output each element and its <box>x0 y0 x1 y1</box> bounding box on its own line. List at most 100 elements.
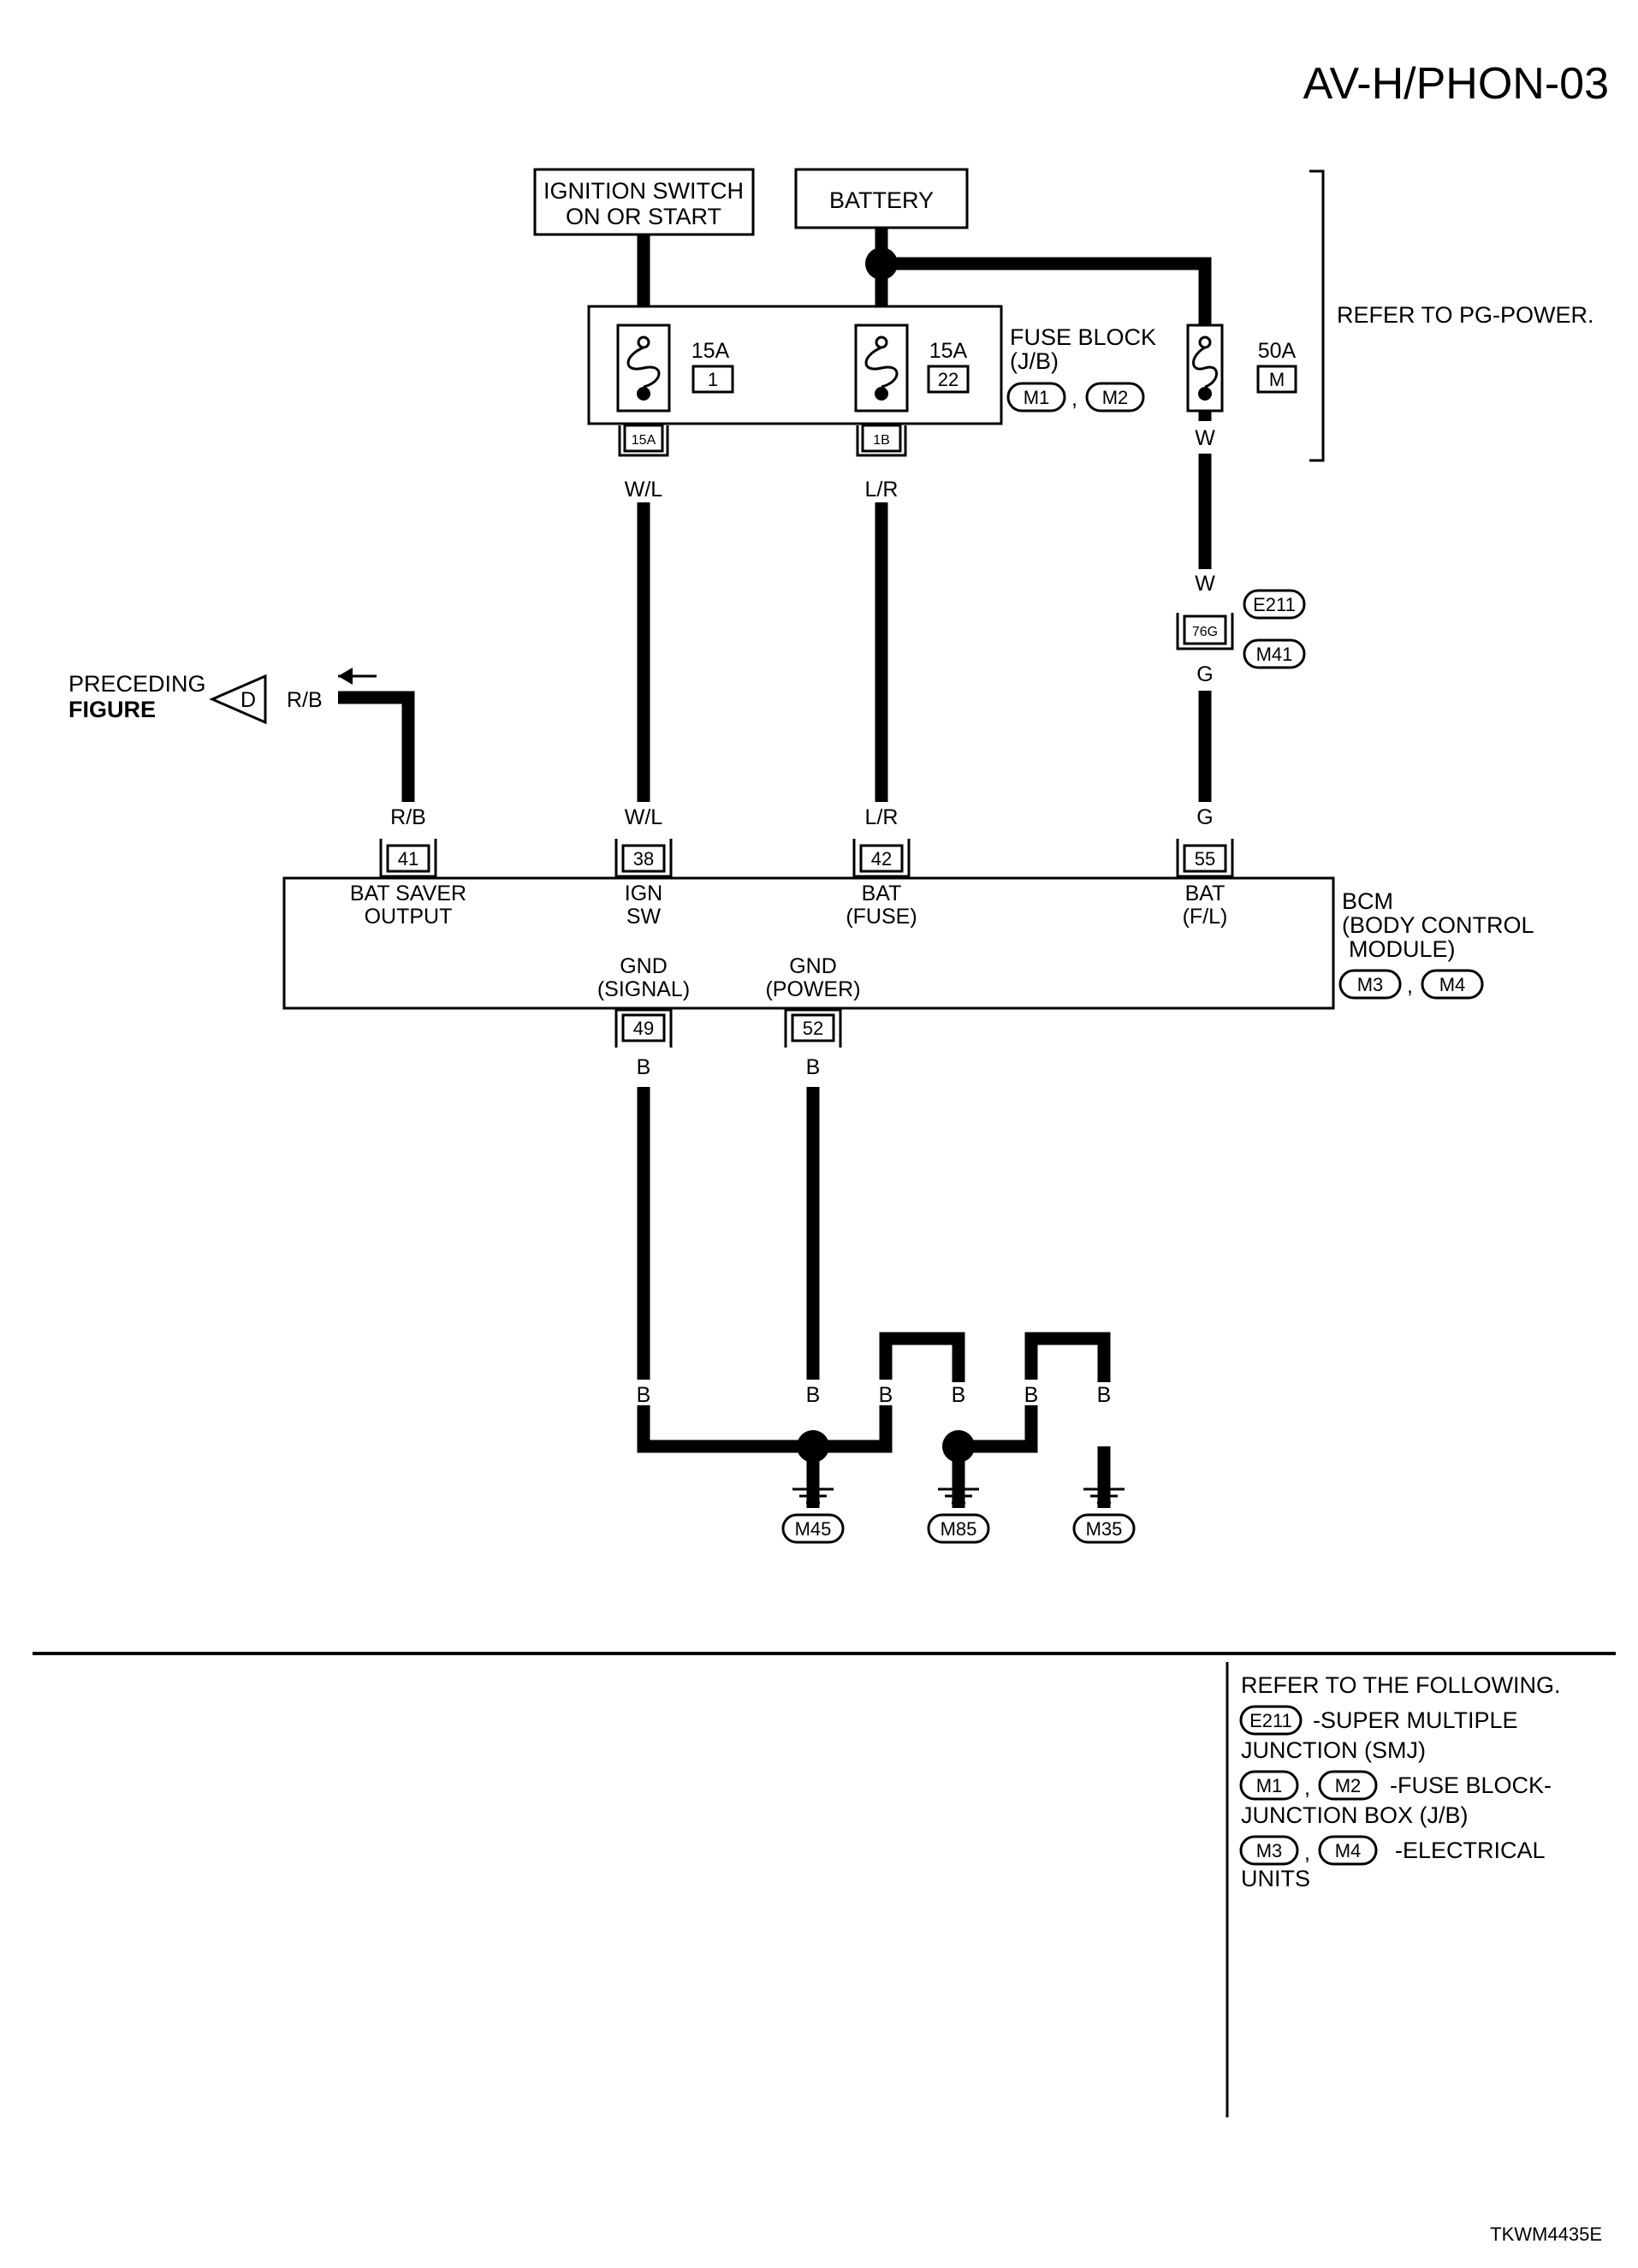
wires <box>338 228 1212 1508</box>
battery-label: BATTERY <box>829 187 934 213</box>
svg-text:,: , <box>1304 1776 1310 1800</box>
fuse-terminal-1b: 1B <box>856 424 907 457</box>
wire-label-w-top: W <box>1195 426 1215 450</box>
svg-text:38: 38 <box>633 848 654 870</box>
ground-symbol-m45: M45 <box>781 1487 845 1544</box>
svg-text:JUNCTION BOX (J/B): JUNCTION BOX (J/B) <box>1241 1802 1469 1828</box>
ignition-switch-label-2: ON OR START <box>566 204 721 229</box>
fuse-block-conn-m2: M2 <box>1102 387 1129 408</box>
svg-text:UNITS: UNITS <box>1241 1866 1310 1891</box>
fusible-link-amps: 50A <box>1258 339 1297 363</box>
wire-label-rb: R/B <box>390 805 426 829</box>
bcm-pin-42-label-1: BAT <box>862 882 902 905</box>
bcm-pin-49-label-2: (SIGNAL) <box>597 977 690 1001</box>
reference-conn-m2: M2 <box>1335 1775 1362 1796</box>
reference-panel: REFER TO THE FOLLOWING. E211 -SUPER MULT… <box>1239 1672 1561 1891</box>
battery-box: BATTERY <box>794 168 969 229</box>
bcm-pin-38: W/L 38 IGN SW <box>614 805 673 929</box>
fuse-terminal-15a: 15A <box>618 424 669 457</box>
ignition-switch-box: IGNITION SWITCH ON OR START <box>533 168 755 236</box>
power-bracket <box>1309 169 1325 462</box>
fusible-link: 50A M <box>1186 324 1297 421</box>
preceding-label-1: PRECEDING <box>68 671 206 697</box>
bcm-pin-52-label-1: GND <box>789 954 837 978</box>
fuse-1-number: 1 <box>708 369 718 390</box>
svg-text:-FUSE BLOCK-: -FUSE BLOCK- <box>1390 1772 1552 1798</box>
smj-conn-e211: E211 <box>1253 594 1296 615</box>
fuse-block-label-2: (J/B) <box>1010 348 1059 374</box>
svg-text:15A: 15A <box>632 433 656 448</box>
bcm-pin-42: L/R 42 BAT (FUSE) <box>846 805 917 929</box>
ignition-switch-label-1: IGNITION SWITCH <box>543 178 744 204</box>
fuse-block-label-1: FUSE BLOCK <box>1010 324 1156 350</box>
fuse-22-number: 22 <box>938 369 958 390</box>
wire-label-rb-preceding: R/B <box>287 688 323 712</box>
svg-text:-SUPER MULTIPLE: -SUPER MULTIPLE <box>1313 1707 1518 1733</box>
svg-text:JUNCTION (SMJ): JUNCTION (SMJ) <box>1241 1737 1426 1763</box>
fuse-22 <box>854 324 909 413</box>
reference-heading: REFER TO THE FOLLOWING. <box>1241 1672 1561 1698</box>
smj-connector: 76G <box>1176 613 1234 650</box>
ground-symbol-m35: M35 <box>1072 1487 1136 1544</box>
reference-conn-m3: M3 <box>1256 1840 1283 1861</box>
svg-text:1B: 1B <box>873 433 890 448</box>
wire-label-b-49: B <box>637 1055 651 1079</box>
fuse-block: 15A 1 15A 22 FUSE BLOCK (J/B) M1 , M2 <box>587 305 1156 425</box>
svg-text:B: B <box>1097 1383 1112 1407</box>
fuse-22-amps: 15A <box>929 339 968 363</box>
ground-label-m35: M35 <box>1086 1518 1123 1540</box>
bcm-pin-55-label-2: (F/L) <box>1183 905 1228 929</box>
bcm-pin-42-label-2: (FUSE) <box>846 905 917 929</box>
bcm-pin-55-label-1: BAT <box>1185 882 1226 905</box>
svg-text:B: B <box>637 1383 651 1407</box>
wire-label-w-smj: W <box>1195 572 1215 596</box>
battery-splice <box>865 247 898 280</box>
bcm-pin-38-label-1: IGN <box>625 882 662 905</box>
ground-label-m45: M45 <box>795 1518 832 1540</box>
svg-text:B: B <box>879 1383 893 1407</box>
figure-code: TKWM4435E <box>1490 2223 1602 2245</box>
fuse-block-conn-m1: M1 <box>1024 387 1050 408</box>
svg-text:,: , <box>1304 1841 1310 1865</box>
bcm-pin-55: G 55 BAT (F/L) <box>1176 805 1234 929</box>
ground-splice-2 <box>942 1430 975 1463</box>
svg-text:-ELECTRICAL: -ELECTRICAL <box>1395 1838 1546 1863</box>
svg-text:,: , <box>1407 974 1413 998</box>
wire-label-lr: L/R <box>865 805 899 829</box>
fuse-1 <box>616 324 671 413</box>
wire-label-g-smj: G <box>1196 662 1213 686</box>
bcm-pin-52-label-2: (POWER) <box>765 977 860 1001</box>
bcm-pin-38-label-2: SW <box>626 905 662 929</box>
fuse-22-top-terminal <box>875 335 888 349</box>
svg-text:41: 41 <box>398 848 418 870</box>
bcm-label-1: BCM <box>1342 888 1393 914</box>
bcm-pin-41: R/B 41 BAT SAVER OUTPUT <box>350 805 466 929</box>
bcm-label-2: (BODY CONTROL <box>1342 912 1534 938</box>
preceding-label-2: FIGURE <box>68 697 156 722</box>
bcm-label-3: MODULE) <box>1349 936 1456 962</box>
wire-label-lr-top: L/R <box>865 478 899 502</box>
smj-conn-m41: M41 <box>1256 644 1293 665</box>
ground-label-m85: M85 <box>941 1518 977 1540</box>
wire-label-wl-top: W/L <box>625 478 663 502</box>
svg-text:76G: 76G <box>1192 625 1218 639</box>
fuse-1-amps: 15A <box>691 339 730 363</box>
direction-arrow <box>338 668 377 685</box>
ground-symbol-m85: M85 <box>927 1487 990 1544</box>
reference-conn-m1: M1 <box>1256 1775 1283 1796</box>
bcm-pin-41-label-1: BAT SAVER <box>350 882 466 905</box>
svg-text:B: B <box>952 1383 966 1407</box>
fusible-link-number: M <box>1269 369 1285 390</box>
svg-text:42: 42 <box>871 848 892 870</box>
page-title: AV-H/PHON-03 <box>1303 59 1609 109</box>
bcm-box <box>282 876 1335 1010</box>
svg-text:49: 49 <box>633 1018 654 1039</box>
svg-text:52: 52 <box>803 1018 823 1039</box>
fuse-1-bottom-terminal <box>637 387 650 401</box>
bcm-pin-49: GND (SIGNAL) 49 B <box>597 954 690 1079</box>
wire-label-wl: W/L <box>625 805 663 829</box>
svg-text:B: B <box>806 1383 821 1407</box>
preceding-figure-marker: D <box>209 674 267 725</box>
reference-conn-m4: M4 <box>1335 1840 1362 1861</box>
